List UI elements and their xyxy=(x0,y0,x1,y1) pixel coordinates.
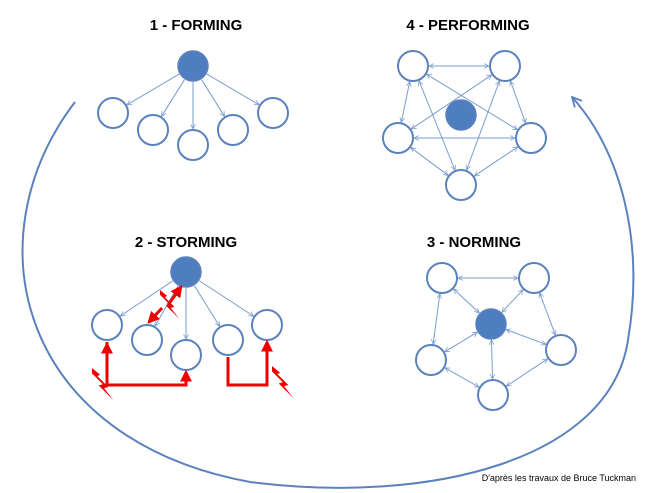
performing-member-node xyxy=(397,50,429,82)
credit-note: D'après les travaux de Bruce Tuckman xyxy=(482,473,636,483)
performing-member-node xyxy=(515,122,547,154)
norming-leader-link xyxy=(502,290,523,313)
storming-member-node xyxy=(170,339,202,371)
performing-peer-link xyxy=(510,81,525,123)
forming-member-node xyxy=(137,114,169,146)
storming-leader-node xyxy=(170,256,202,288)
forming-member-node xyxy=(217,114,249,146)
stage-title-storming: 2 - STORMING xyxy=(135,234,237,251)
storming-link xyxy=(120,280,173,316)
storming-link xyxy=(193,285,219,327)
norming-peer-link xyxy=(433,294,440,344)
norming-member-node xyxy=(426,262,458,294)
norming-peer-link xyxy=(540,293,556,335)
norming-peer-link xyxy=(445,367,479,388)
norming-leader-link xyxy=(454,289,480,313)
norming-peer-link xyxy=(506,359,547,386)
stage-title-forming: 1 - FORMING xyxy=(150,17,243,34)
performing-member-node xyxy=(445,169,477,201)
forming-link xyxy=(161,79,185,117)
norming-network xyxy=(415,262,577,411)
forming-link xyxy=(206,73,259,105)
norming-leader-node xyxy=(475,308,507,340)
norming-member-node xyxy=(415,344,447,376)
performing-peer-link xyxy=(474,147,517,176)
forming-member-node xyxy=(97,97,129,129)
storming-member-node xyxy=(212,324,244,356)
storming-member-node xyxy=(131,324,163,356)
performing-member-node xyxy=(489,50,521,82)
storming-network xyxy=(91,256,283,371)
norming-leader-link xyxy=(491,340,492,379)
performing-member-node xyxy=(382,122,414,154)
performing-network xyxy=(382,50,547,201)
forming-member-node xyxy=(177,129,209,161)
storming-member-node xyxy=(251,309,283,341)
performing-leader-node xyxy=(445,99,477,131)
stage-title-norming: 3 - NORMING xyxy=(427,234,521,251)
forming-leader-node xyxy=(177,50,209,82)
forming-link xyxy=(127,73,180,105)
norming-member-node xyxy=(477,379,509,411)
storming-conflict-bracket-right xyxy=(226,339,273,387)
forming-member-node xyxy=(257,97,289,129)
forming-link xyxy=(201,79,224,117)
storming-conflict-links xyxy=(92,285,294,401)
norming-member-node xyxy=(545,334,577,366)
storming-link xyxy=(199,280,253,316)
storming-conflict-arrow-to-member xyxy=(147,306,164,324)
forming-network xyxy=(97,50,289,161)
conflict-bolt-icon xyxy=(92,368,114,401)
conflict-bolt-icon xyxy=(272,366,294,399)
performing-peer-link xyxy=(411,148,448,176)
performing-peer-link xyxy=(411,75,491,129)
performing-peer-link xyxy=(401,82,409,123)
norming-member-node xyxy=(518,262,550,294)
storming-conflict-arrow-to-leader xyxy=(166,285,183,306)
norming-leader-link xyxy=(506,330,546,345)
conflict-bolt-icon xyxy=(160,290,180,319)
stage-title-performing: 4 - PERFORMING xyxy=(406,17,529,34)
cycle-arrow xyxy=(21,97,635,489)
storming-member-node xyxy=(91,309,123,341)
norming-leader-link xyxy=(445,332,478,352)
